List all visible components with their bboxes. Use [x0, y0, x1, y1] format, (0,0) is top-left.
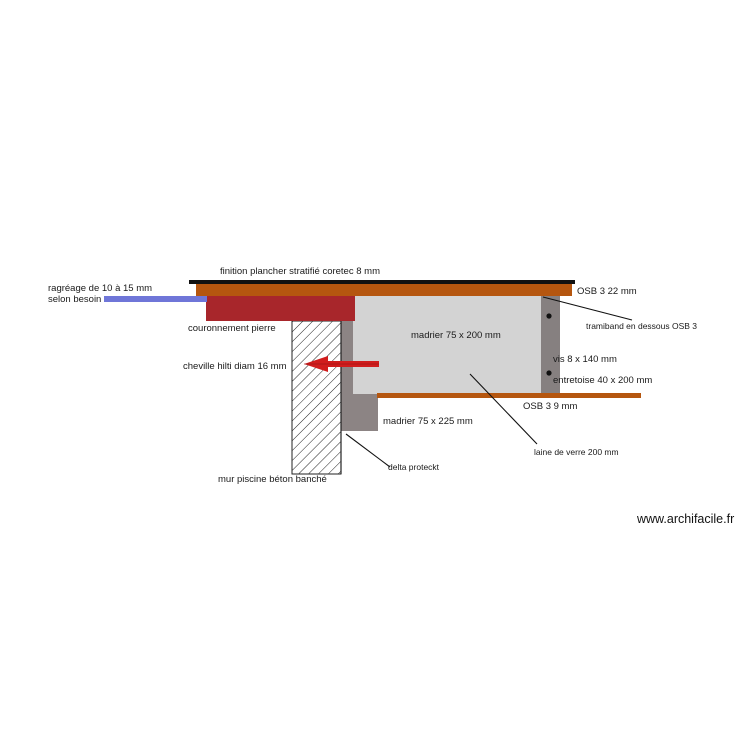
- credit-text: www.archifacile.fr: [636, 512, 734, 526]
- label-ragreage-2: selon besoin: [48, 294, 101, 305]
- leader-laine: [469, 373, 538, 445]
- label-delta: delta proteckt: [388, 462, 440, 472]
- label-osb-top: OSB 3 22 mm: [577, 286, 637, 297]
- entretoise-spacer: [541, 296, 560, 394]
- osb-22-layer: [196, 284, 572, 296]
- label-couronnement: couronnement pierre: [188, 323, 276, 334]
- label-madrier-200: madrier 75 x 200 mm: [411, 330, 501, 341]
- anchor-arrow: [304, 356, 379, 372]
- label-laine: laine de verre 200 mm: [534, 447, 619, 457]
- label-osb-bottom: OSB 3 9 mm: [523, 401, 577, 412]
- osb-9-layer: [377, 393, 641, 398]
- label-madrier-225: madrier 75 x 225 mm: [383, 416, 473, 427]
- label-mur: mur piscine béton banché: [218, 474, 327, 485]
- madrier-200-joist: [353, 296, 542, 394]
- concrete-wall: [291, 320, 342, 475]
- label-tramiband: tramiband en dessous OSB 3: [586, 321, 697, 331]
- leader-tramiband: [542, 296, 633, 321]
- label-entretoise: entretoise 40 x 200 mm: [553, 375, 652, 386]
- screed-layer: [104, 296, 207, 302]
- coping-stone: [206, 296, 355, 321]
- screw-dot-lower: [546, 370, 552, 376]
- screw-dot-upper: [546, 313, 552, 319]
- label-ragreage-1: ragréage de 10 à 15 mm: [48, 283, 152, 294]
- label-cheville: cheville hilti diam 16 mm: [183, 361, 287, 372]
- leader-delta: [345, 433, 391, 468]
- label-finition: finition plancher stratifié coretec 8 mm: [220, 266, 380, 277]
- label-vis: vis 8 x 140 mm: [553, 354, 617, 365]
- finish-floor-layer: [189, 280, 575, 284]
